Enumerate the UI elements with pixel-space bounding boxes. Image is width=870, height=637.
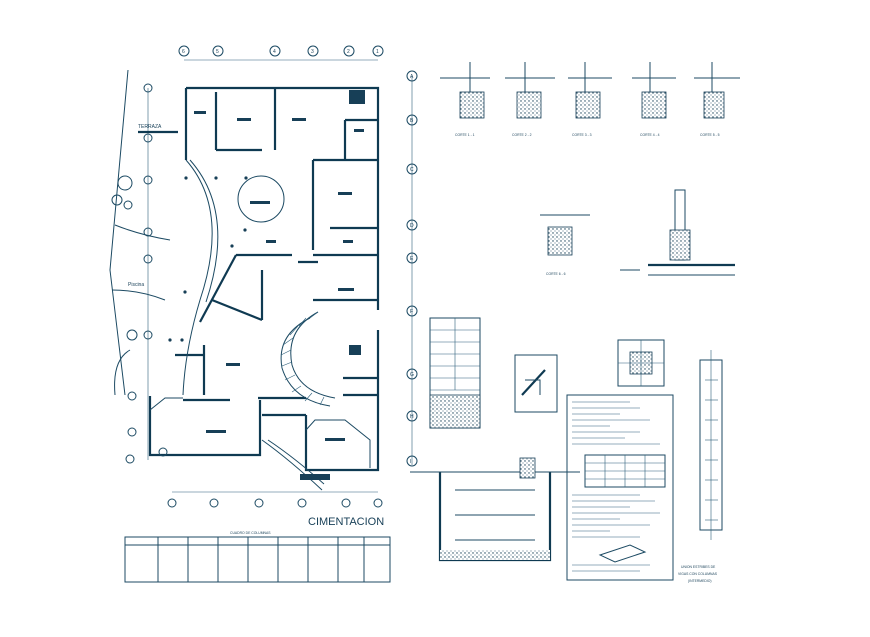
grid-letter: B [410, 118, 414, 124]
section-label: CORTE 2 - 2 [512, 133, 532, 137]
brick-wall-detail [429, 317, 481, 429]
footings [194, 90, 365, 480]
foundation-plan: 6 5 4 3 2 1 [109, 45, 418, 508]
top-grid-bubbles: 6 5 4 3 2 1 [178, 45, 384, 57]
union-note-line-2: VIGAS CON COLUMNAS [678, 572, 718, 576]
terraza-label: TERRAZA [138, 124, 162, 130]
stair-treads [280, 311, 325, 406]
section-6: CORTE 6 - 6 [540, 214, 590, 276]
section-label: CORTE 4 - 4 [640, 133, 660, 137]
grid-letter: F [410, 309, 413, 315]
grid-letter: C [410, 167, 414, 173]
column-schedule-table: CUADRO DE COLUMNAS [124, 531, 391, 583]
grid-letter: E [410, 256, 414, 262]
bottom-grid-bubbles [167, 498, 383, 508]
tank-section [410, 457, 580, 562]
grid-letter: D [410, 223, 414, 229]
specifications-sheet [566, 394, 674, 581]
column-table-title: CUADRO DE COLUMNAS [230, 531, 271, 535]
grid-letter: G [410, 372, 414, 378]
grid-number: 3 [311, 49, 314, 55]
circular-footing [237, 175, 285, 223]
union-note-line-3: (INTERMEDIO) [688, 579, 712, 583]
section-4: CORTE 4 - 4 [632, 62, 676, 137]
grid-number: 2 [347, 49, 350, 55]
section-label: CORTE 1 - 1 [455, 133, 475, 137]
column-plan-detail [617, 339, 665, 387]
union-note-line-1: UNION ESTRIBES DE [681, 565, 716, 569]
grid-letter: A [410, 74, 414, 80]
right-grid-bubbles: A B C D E F G H I [406, 70, 418, 467]
piscina-label: Piscina [128, 282, 144, 288]
drawing-title: CIMENTACION [308, 516, 384, 528]
corner-detail [514, 354, 558, 413]
section-1: CORTE 1 - 1 [440, 62, 490, 137]
section-2: CORTE 2 - 2 [505, 62, 555, 137]
grid-letter: H [410, 414, 414, 420]
column-union-detail: UNION ESTRIBES DE VIGAS CON COLUMNAS (IN… [678, 350, 723, 583]
section-label: CORTE 5 - 5 [700, 133, 720, 137]
grid-number: 4 [273, 49, 276, 55]
grid-number: 5 [216, 49, 219, 55]
spec-lines-lower [572, 494, 660, 572]
grid-number: 6 [182, 49, 185, 55]
spec-lines [572, 401, 660, 445]
wall-footing-detail [620, 189, 735, 276]
section-label: CORTE 3 - 3 [572, 133, 592, 137]
section-6-label: CORTE 6 - 6 [546, 272, 566, 276]
section-5: CORTE 5 - 5 [694, 62, 740, 137]
left-grid-bubbles [125, 83, 153, 464]
footing-sections: CORTE 1 - 1 CORTE 2 - 2 CORTE 3 - 3 CORT… [440, 62, 740, 137]
section-3: CORTE 3 - 3 [568, 62, 612, 137]
grid-number: 1 [376, 49, 379, 55]
grid-letter: I [410, 459, 411, 465]
column-markers [168, 176, 248, 342]
